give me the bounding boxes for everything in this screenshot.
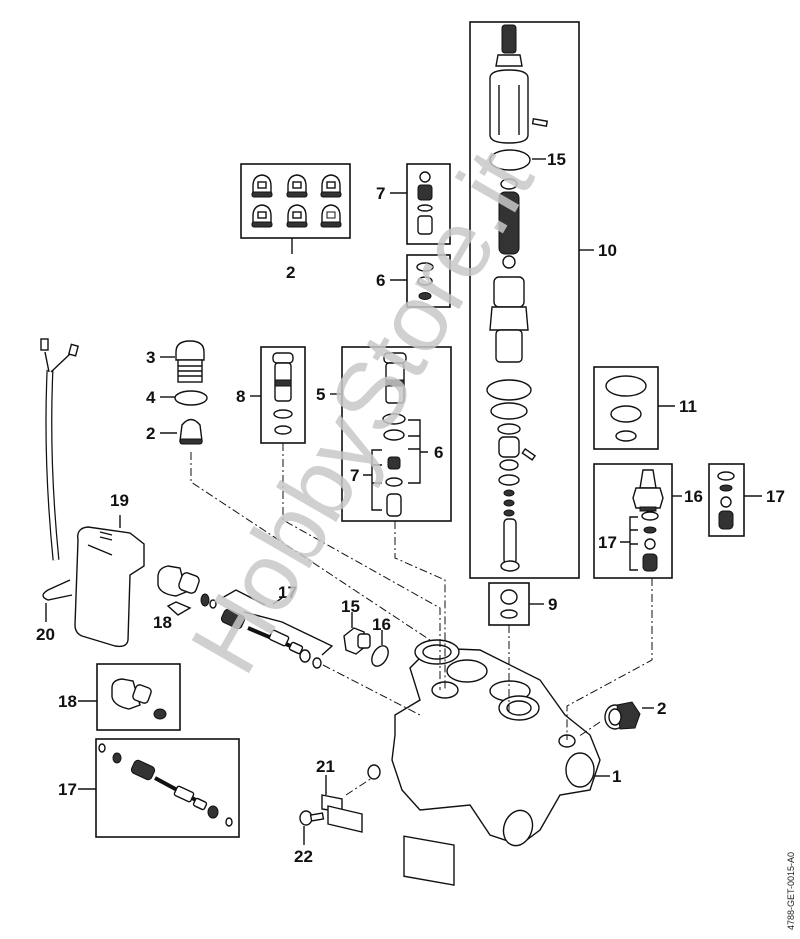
callout-6-inner: 6 <box>434 443 443 462</box>
o-ring-16: 16 <box>371 615 391 667</box>
kit-box-valve-kit-5: 6 7 5 <box>316 346 452 522</box>
kit-box-outlet-fitting: 16 17 <box>593 463 703 579</box>
o-ring-4: 4 <box>146 388 208 407</box>
callout-2-top: 2 <box>286 263 295 282</box>
piston-assembly-17: 17 <box>220 583 334 669</box>
callout-20: 20 <box>36 625 55 644</box>
kit-box-o-ring-set: 6 <box>376 254 451 308</box>
plug-2-right: 2 <box>604 699 666 730</box>
pump-housing-1: 1 <box>367 639 621 886</box>
callout-19: 19 <box>110 491 129 510</box>
callout-9: 9 <box>548 595 557 614</box>
callout-17-box: 17 <box>58 780 77 799</box>
unloader-valve-assembly: 15 10 <box>469 21 617 579</box>
pressure-switch-19: 19 <box>40 338 145 648</box>
assembly-guide-lines <box>190 443 653 796</box>
valve-seat-icons <box>251 174 342 228</box>
callout-10: 10 <box>598 241 617 260</box>
screw-plug-3: 3 <box>146 340 205 383</box>
callout-16: 16 <box>372 615 391 634</box>
kit-box-seal-set: 9 <box>488 582 557 626</box>
fitting-18: 18 <box>153 565 217 632</box>
kit-box-valve-seats: 2 <box>240 163 351 282</box>
callout-2-left: 2 <box>146 424 155 443</box>
callout-17-top: 17 <box>278 583 297 602</box>
callout-14-right: 17 <box>766 487 785 506</box>
clip-20: 20 <box>36 579 73 644</box>
callout-15: 15 <box>341 597 360 616</box>
callout-5: 5 <box>316 385 325 404</box>
kit-box-piston-17: 17 <box>58 738 240 838</box>
callout-14-left: 17 <box>598 533 617 552</box>
callout-1: 1 <box>612 767 621 786</box>
drawing-code: 4788-GET-0015-A0 <box>786 852 796 930</box>
callout-2-right: 2 <box>657 699 666 718</box>
kit-box-check-valve-set: 17 <box>708 463 785 537</box>
callout-6-top: 6 <box>376 271 385 290</box>
callout-3: 3 <box>146 348 155 367</box>
callout-12: 15 <box>547 150 566 169</box>
callout-8: 8 <box>236 387 245 406</box>
callout-7-inner: 7 <box>350 466 359 485</box>
callout-13: 16 <box>684 487 703 506</box>
valve-seat-2: 2 <box>146 418 203 445</box>
screw-plug-15: 15 <box>341 597 371 655</box>
callout-4: 4 <box>146 388 156 407</box>
callout-21: 21 <box>316 757 335 776</box>
kit-box-valve-8: 8 <box>236 346 306 444</box>
callout-11: 11 <box>679 397 697 416</box>
kit-box-fitting-18: 18 <box>58 663 181 731</box>
kit-box-o-ring-set-11: 11 <box>593 366 697 450</box>
callout-18-box: 18 <box>58 692 77 711</box>
kit-box-valve-set: 7 <box>376 163 451 245</box>
callout-22: 22 <box>294 847 313 866</box>
spring-icon <box>498 191 520 255</box>
callout-7-top: 7 <box>376 184 385 203</box>
callout-18-top: 18 <box>153 613 172 632</box>
label-21: 21 <box>316 757 363 833</box>
screw-22: 22 <box>294 810 325 866</box>
